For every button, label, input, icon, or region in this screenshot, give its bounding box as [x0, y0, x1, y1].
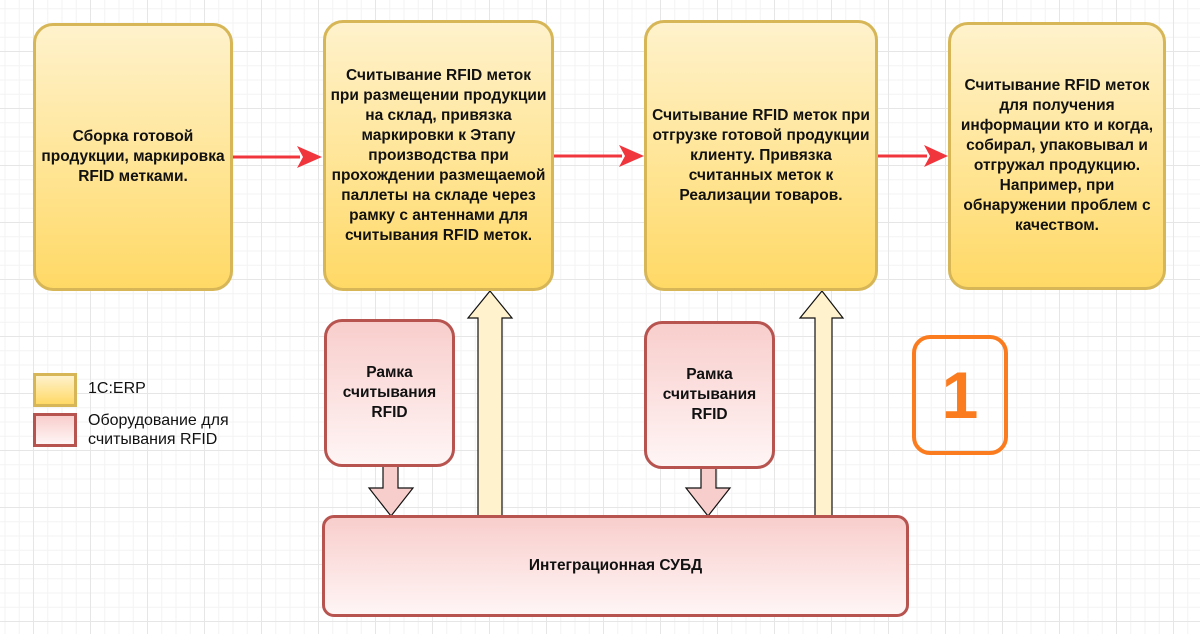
- legend-label-erp: 1C:ERP: [88, 380, 146, 397]
- process-step-traceability[interactable]: Считывание RFID меток для получения инфо…: [948, 22, 1166, 290]
- reader2-to-db-down-arrow: [684, 466, 732, 517]
- diagram-number-badge-text: 1: [941, 358, 979, 432]
- diagram-number-badge: 1: [912, 335, 1008, 455]
- rfid-reader-frame-2[interactable]: Рамка считывания RFID: [644, 321, 775, 469]
- rfid-reader-frame-2-text: Рамка считывания RFID: [662, 366, 757, 423]
- process-step-warehouse-placement-text: Считывание RFID меток при размещении про…: [330, 66, 547, 244]
- process-step-warehouse-placement[interactable]: Считывание RFID меток при размещении про…: [323, 20, 554, 291]
- reader1-to-db-down-arrow: [367, 464, 415, 517]
- process-step-assembly[interactable]: Сборка готовой продукции, маркировка RFI…: [33, 23, 233, 291]
- legend-swatch-erp: [33, 373, 77, 407]
- legend-swatch-rfid-equipment: [33, 413, 77, 447]
- rfid-reader-frame-1[interactable]: Рамка считывания RFID: [324, 319, 455, 467]
- legend-label-rfid-equipment: Оборудование для считывания RFID: [88, 412, 229, 448]
- flow-arrow-3-4: [878, 145, 948, 167]
- flow-arrow-1-2: [233, 146, 322, 168]
- db-to-step3-up-arrow: [798, 290, 845, 517]
- integration-database-text: Интеграционная СУБД: [528, 557, 703, 574]
- process-step-shipment-text: Считывание RFID меток при отгрузке готов…: [652, 106, 870, 204]
- flow-arrow-2-3: [554, 145, 644, 167]
- db-to-step2-up-arrow: [466, 290, 514, 517]
- process-step-shipment[interactable]: Считывание RFID меток при отгрузке готов…: [644, 20, 878, 291]
- rfid-reader-frame-1-text: Рамка считывания RFID: [342, 364, 437, 421]
- integration-database[interactable]: Интеграционная СУБД: [322, 515, 909, 617]
- process-step-traceability-text: Считывание RFID меток для получения инфо…: [960, 77, 1154, 234]
- process-step-assembly-text: Сборка готовой продукции, маркировка RFI…: [41, 128, 225, 185]
